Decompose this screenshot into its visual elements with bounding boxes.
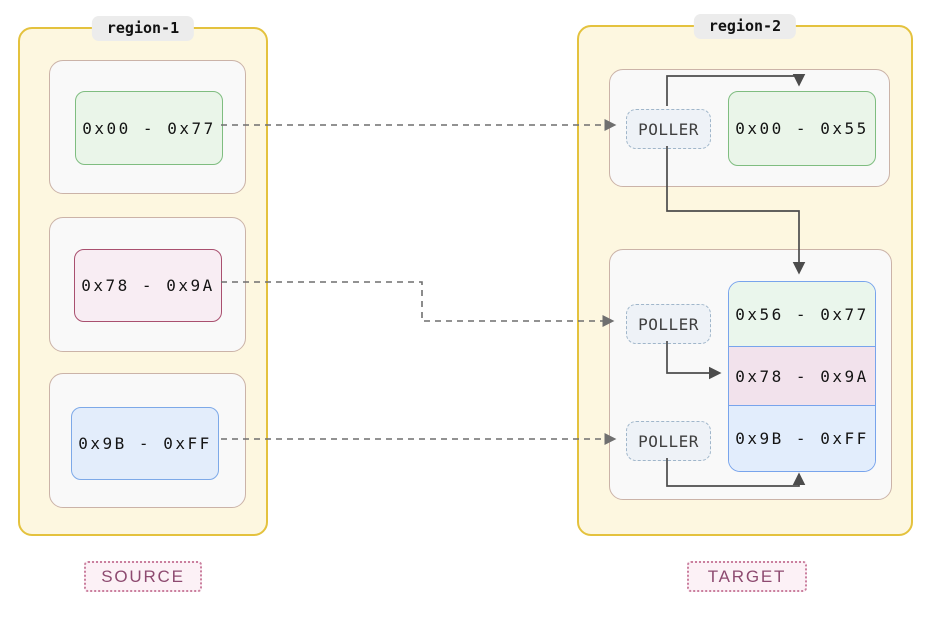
poller-1: POLLER xyxy=(626,109,711,149)
region-2-title: region-2 xyxy=(693,14,797,39)
source-range-0x78-0x9A: 0x78 - 0x9A xyxy=(74,249,222,322)
region-1-title: region-1 xyxy=(91,16,195,41)
source-range-0x9B-0xFF: 0x9B - 0xFF xyxy=(71,407,219,480)
target-stacked-block: 0x56 - 0x77 0x78 - 0x9A 0x9B - 0xFF xyxy=(728,281,876,472)
dashed-edge-src2-to-poller2 xyxy=(221,281,615,327)
target-caption: TARGET xyxy=(687,561,807,592)
target-group-bottom: POLLER POLLER 0x56 - 0x77 0x78 - 0x9A 0x… xyxy=(609,249,892,500)
poller-2: POLLER xyxy=(626,304,711,344)
target-range-0x78-0x9A: 0x78 - 0x9A xyxy=(729,347,875,406)
source-group-2: 0x78 - 0x9A xyxy=(49,217,246,352)
target-range-0x56-0x77: 0x56 - 0x77 xyxy=(729,282,875,347)
region-1-container: region-1 0x00 - 0x77 0x78 - 0x9A 0x9B - … xyxy=(18,16,268,536)
target-range-0x00-0x55: 0x00 - 0x55 xyxy=(728,91,876,166)
source-range-0x00-0x77: 0x00 - 0x77 xyxy=(75,91,223,165)
target-range-0x9B-0xFF: 0x9B - 0xFF xyxy=(729,406,875,471)
source-group-3: 0x9B - 0xFF xyxy=(49,373,246,508)
source-caption: SOURCE xyxy=(84,561,202,592)
target-group-top: POLLER 0x00 - 0x55 xyxy=(609,69,890,187)
region-2-container: region-2 POLLER 0x00 - 0x55 POLLER POLLE… xyxy=(577,14,913,536)
poller-3: POLLER xyxy=(626,421,711,461)
source-group-1: 0x00 - 0x77 xyxy=(49,60,246,194)
